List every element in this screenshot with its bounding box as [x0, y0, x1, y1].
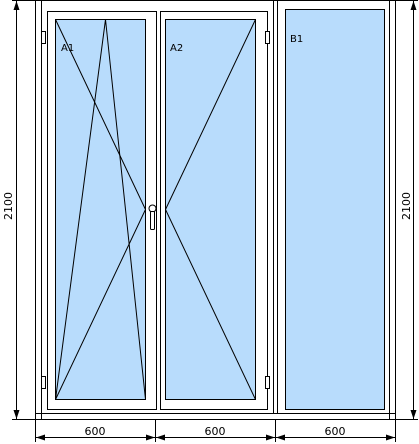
arrowhead	[13, 1, 20, 10]
hinge-icon	[265, 31, 270, 44]
arrowhead	[36, 434, 45, 441]
opening-lines-a1-tilt	[55, 19, 146, 400]
glass-a1	[55, 19, 146, 400]
height-dim-left: 2100	[2, 192, 15, 220]
arrowhead	[410, 410, 417, 419]
panel-label-a1: A1	[61, 43, 74, 54]
window-handle-icon	[148, 204, 157, 230]
glass-a2	[165, 19, 256, 400]
arrowhead	[156, 434, 165, 441]
height-dim-right: 2100	[400, 192, 413, 220]
glass-b1	[285, 9, 385, 410]
panel-label-a2: A2	[170, 43, 183, 54]
hinge-icon	[41, 31, 46, 44]
arrowhead	[13, 410, 20, 419]
sash-a2	[160, 11, 268, 410]
opening-lines-a2-turn	[164, 19, 256, 400]
hinge-icon	[41, 376, 46, 389]
width-dim-2: 600	[205, 425, 226, 438]
arrowhead	[386, 434, 395, 441]
arrowhead	[410, 1, 417, 10]
width-dim-1: 600	[85, 425, 106, 438]
width-dim-3: 600	[325, 425, 346, 438]
arrowhead	[266, 434, 275, 441]
hinge-icon	[265, 376, 270, 389]
arrowhead	[146, 434, 155, 441]
panel-label-b1: B1	[290, 34, 303, 45]
arrowhead	[276, 434, 285, 441]
sash-a1	[47, 11, 157, 410]
opening-lines-a1-turn	[55, 19, 147, 400]
